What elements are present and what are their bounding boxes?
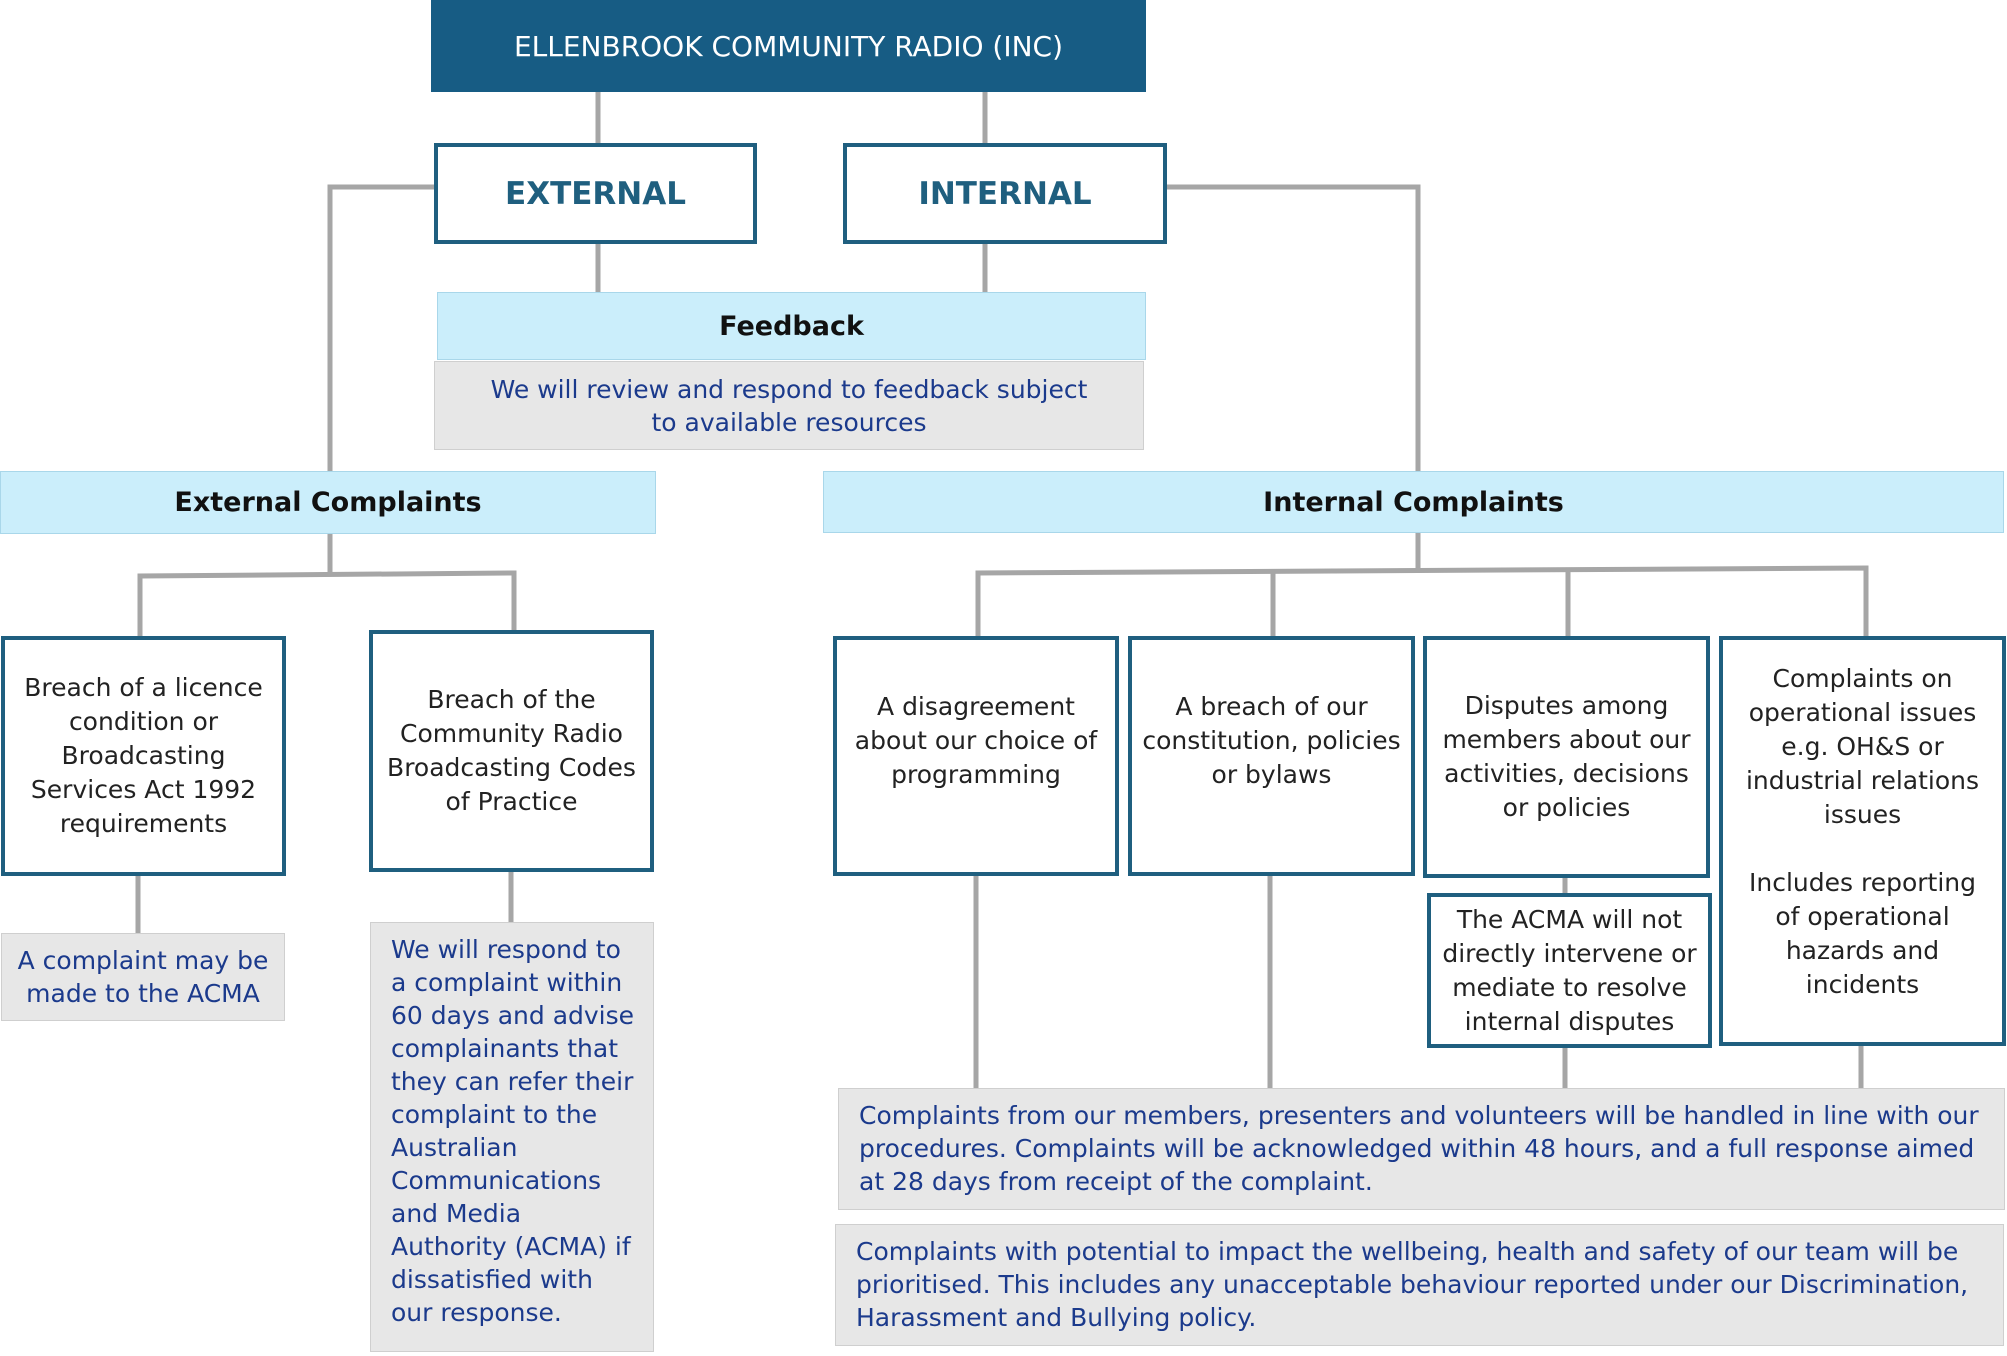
codes-response-note: We will respond to a complaint within 60… — [370, 922, 654, 1352]
internal-item-operational-issues: Complaints on operational issues e.g. OH… — [1719, 636, 2006, 1046]
external-category-box: EXTERNAL — [434, 143, 757, 244]
feedback-description: We will review and respond to feedback s… — [434, 361, 1144, 450]
internal-category-box: INTERNAL — [843, 143, 1167, 244]
internal-complaints-header: Internal Complaints — [823, 471, 2004, 533]
organization-title: ELLENBROOK COMMUNITY RADIO (INC) — [431, 0, 1146, 92]
feedback-header: Feedback — [437, 292, 1146, 360]
internal-item-member-disputes: Disputes among members about our activit… — [1423, 636, 1710, 878]
internal-item-programming: A disagreement about our choice of progr… — [833, 636, 1119, 876]
external-complaints-header: External Complaints — [0, 471, 656, 534]
external-item-codes-breach: Breach of the Community Radio Broadcasti… — [369, 630, 654, 872]
acma-internal-disputes-note: The ACMA will not directly intervene or … — [1427, 893, 1712, 1048]
wellbeing-priority-note: Complaints with potential to impact the … — [835, 1224, 2004, 1346]
internal-procedure-note: Complaints from our members, presenters … — [838, 1088, 2005, 1210]
external-item-licence-breach: Breach of a licence condition or Broadca… — [1, 636, 286, 876]
internal-item-constitution: A breach of our constitution, policies o… — [1128, 636, 1415, 876]
acma-complaint-note: A complaint may be made to the ACMA — [1, 933, 285, 1021]
